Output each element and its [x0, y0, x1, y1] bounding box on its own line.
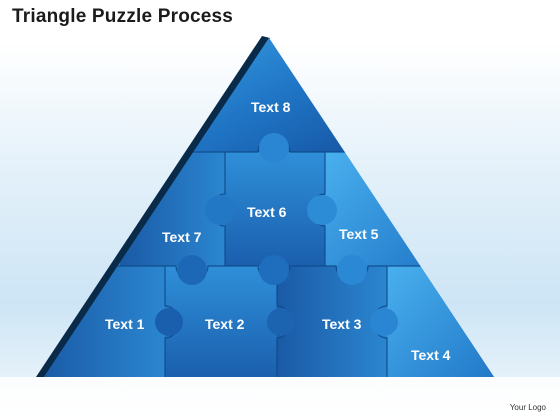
knob — [267, 308, 295, 336]
floor-reflection — [0, 377, 560, 420]
piece-1-label: Text 1 — [105, 316, 145, 332]
piece-5-label: Text 5 — [339, 226, 379, 242]
slide-title: Triangle Puzzle Process — [12, 6, 234, 27]
triangle-side-shadow — [36, 36, 270, 377]
piece-3-shape — [277, 266, 387, 377]
piece-7-label: Text 7 — [162, 229, 202, 245]
knob — [259, 133, 289, 163]
piece-8-label: Text 8 — [251, 99, 291, 115]
piece-4-label: Text 4 — [411, 347, 451, 363]
piece-2-shape — [165, 266, 277, 377]
piece-5-shape — [325, 152, 445, 266]
logo-placeholder: Your Logo — [509, 403, 546, 412]
piece-2-label: Text 2 — [205, 316, 245, 332]
knob — [259, 255, 289, 285]
knob — [155, 308, 183, 336]
piece-3-label: Text 3 — [322, 316, 362, 332]
knob — [307, 195, 337, 225]
knob — [337, 255, 367, 285]
piece-6-label: Text 6 — [247, 204, 287, 220]
knob — [205, 195, 235, 225]
knob — [177, 255, 207, 285]
knob — [370, 308, 398, 336]
